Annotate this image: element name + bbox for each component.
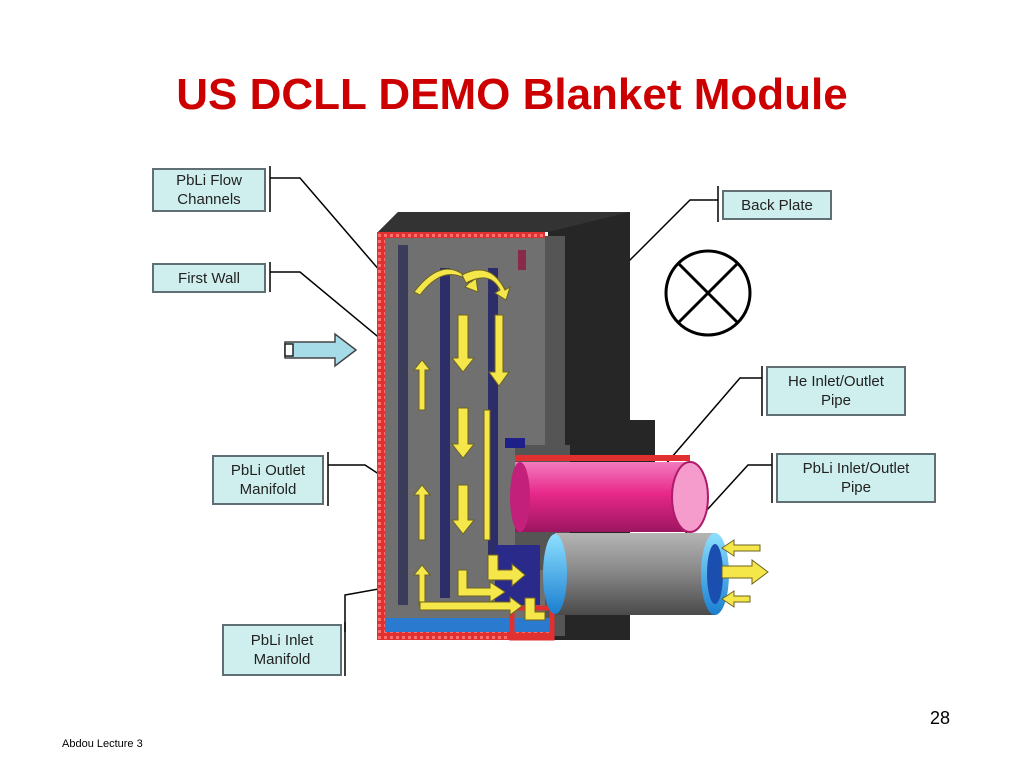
- pbli-flow-arrows: [412, 268, 546, 621]
- heat-flux-arrow: [284, 332, 358, 368]
- page-number: 28: [930, 708, 951, 728]
- callout-pbli-pipe: PbLi Inlet/Outlet Pipe: [776, 453, 936, 503]
- pbli-pipe: [543, 533, 729, 615]
- callout-brackets: [269, 166, 773, 676]
- callout-pbli-outlet-manifold: PbLi Outlet Manifold: [212, 455, 324, 505]
- pipe-end-arrows: [721, 539, 769, 608]
- callout-pbli-inlet-manifold: PbLi Inlet Manifold: [222, 624, 342, 676]
- footer-text: Abdou Lecture 3: [62, 738, 143, 750]
- callout-he-pipe: He Inlet/Outlet Pipe: [766, 366, 906, 416]
- module-cut-face: [385, 236, 570, 636]
- callout-back-plate: Back Plate: [722, 190, 832, 220]
- cross-circle-icon: [664, 249, 752, 337]
- callout-pbli-flow-channels: PbLi Flow Channels: [152, 168, 266, 212]
- slide-title: US DCLL DEMO Blanket Module: [176, 70, 848, 119]
- callout-first-wall: First Wall: [152, 263, 266, 293]
- he-pipe: [510, 455, 709, 533]
